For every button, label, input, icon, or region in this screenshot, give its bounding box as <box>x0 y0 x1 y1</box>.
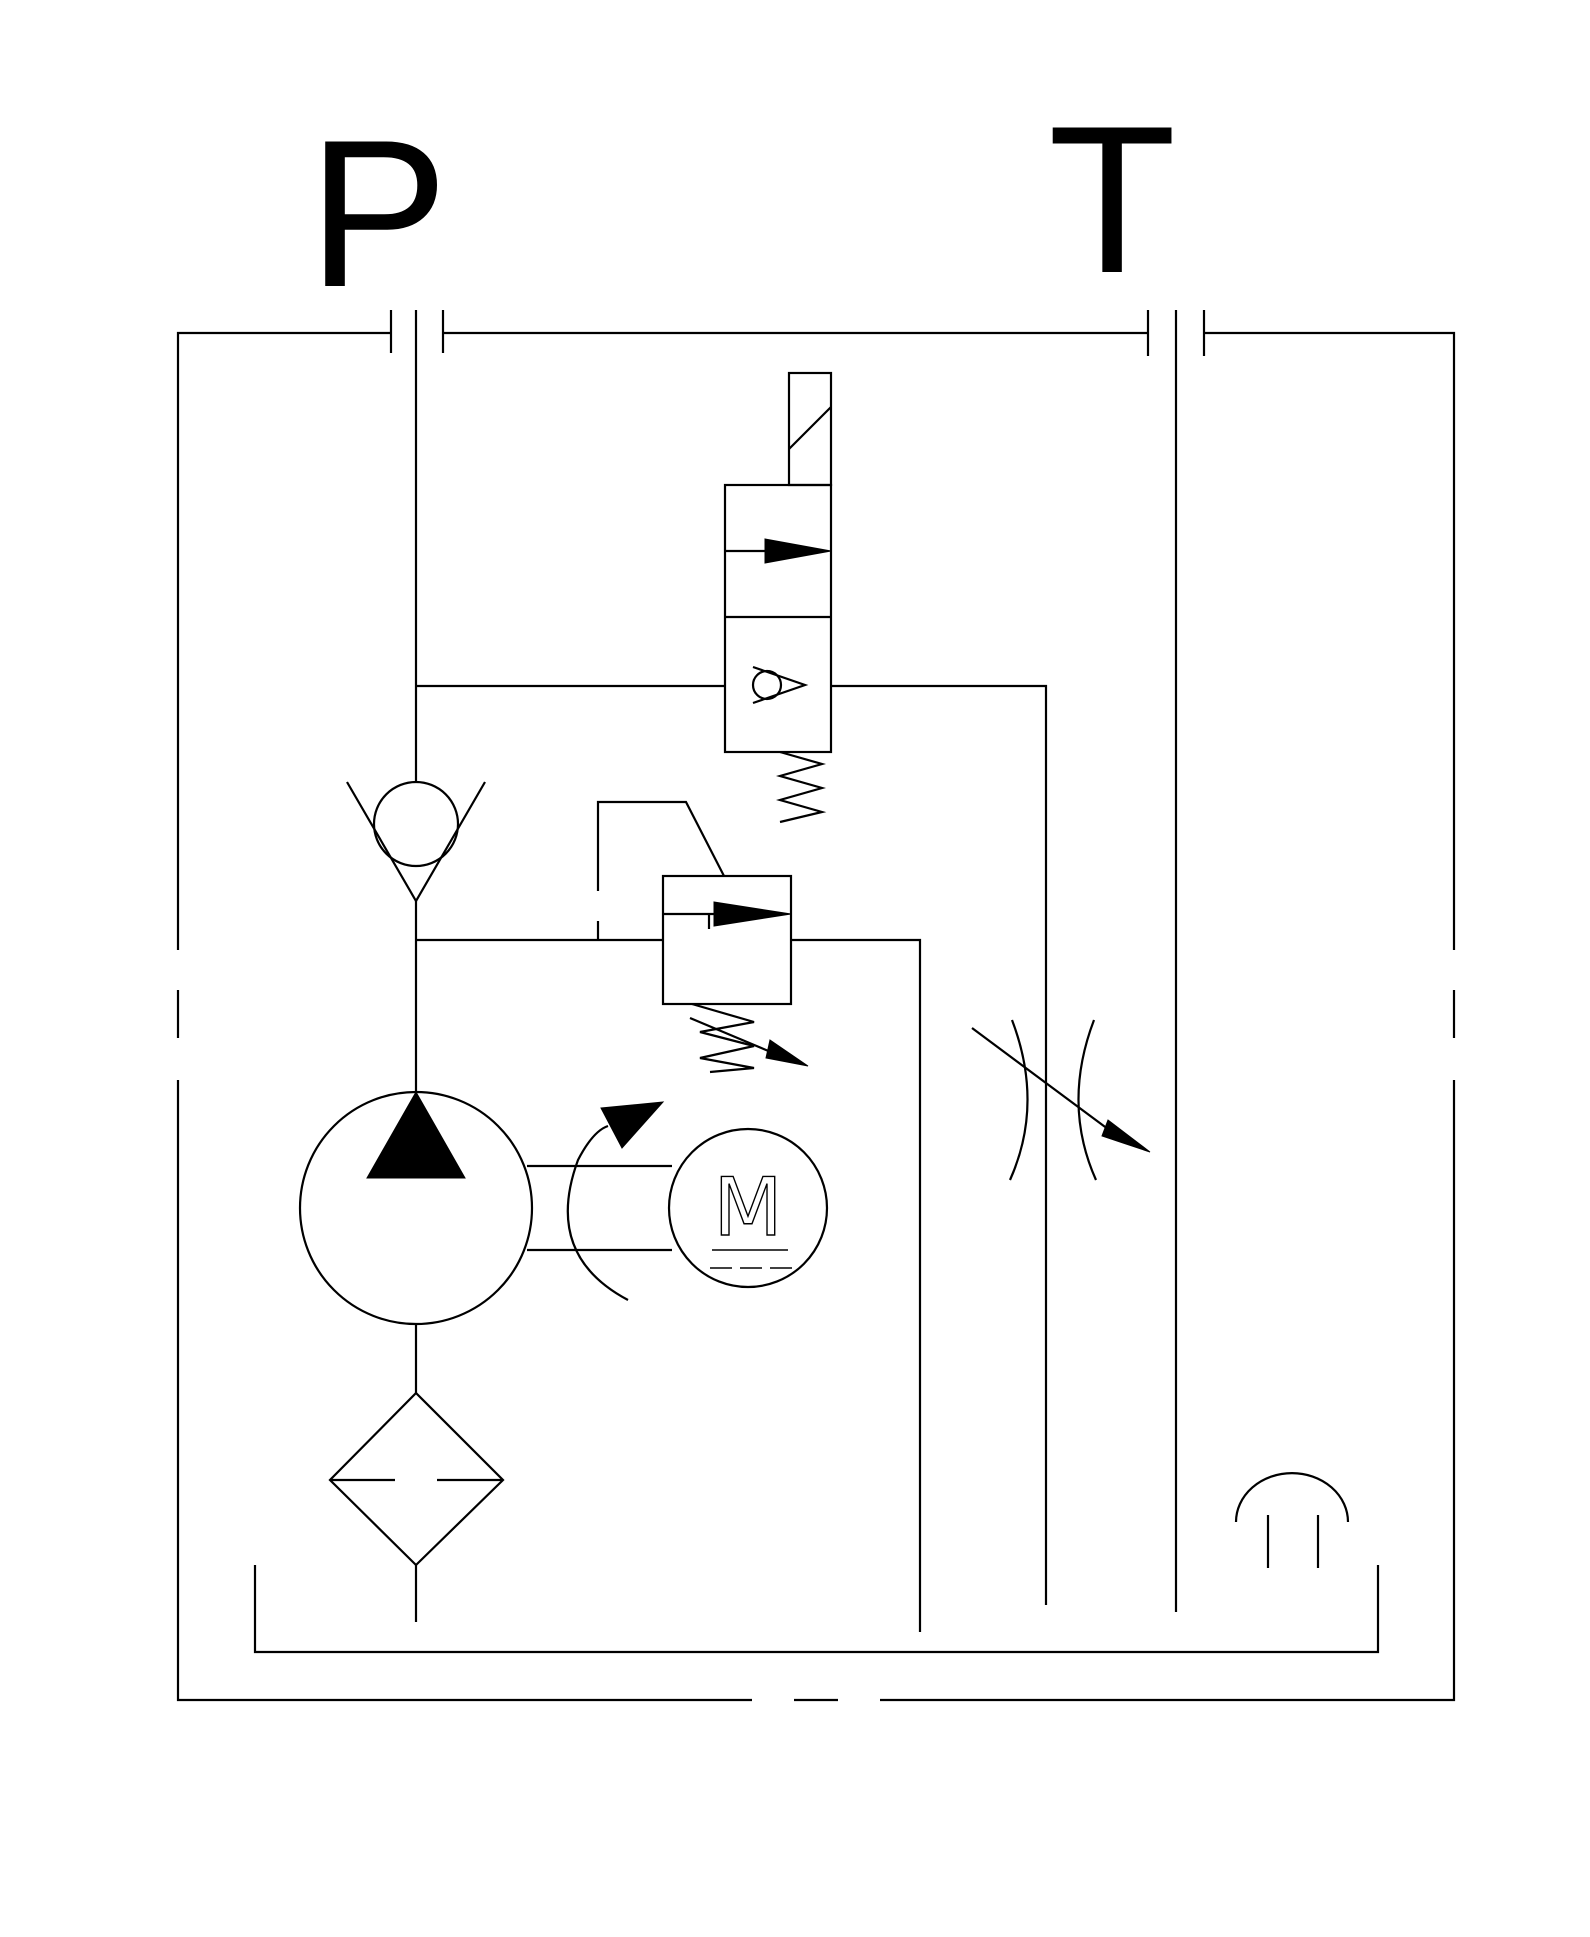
spring-icon <box>775 750 827 824</box>
port-t <box>1146 310 1206 356</box>
check-valve <box>346 780 486 904</box>
rotation-arrow-icon <box>600 1101 665 1149</box>
drive-shaft <box>527 1101 672 1301</box>
solenoid-directional-valve <box>723 371 1048 1605</box>
unit-boundary <box>176 331 1456 1702</box>
spring-icon <box>691 1002 755 1074</box>
port-p-label: P <box>308 96 448 331</box>
reservoir-tank <box>253 1565 1380 1654</box>
port-t-label: T <box>1048 82 1176 317</box>
solenoid-icon <box>787 371 833 487</box>
motor-symbol-label: M <box>713 1161 782 1254</box>
pump-direction-icon <box>366 1090 466 1179</box>
flow-arrow-icon <box>764 538 832 564</box>
adjustable-throttle-valve <box>971 1019 1151 1181</box>
pressure-relief-valve <box>596 800 922 1632</box>
hydraulic-pump <box>298 1090 534 1326</box>
electric-motor: M <box>667 1127 829 1289</box>
flow-arrow-icon <box>713 901 792 927</box>
suction-filter <box>328 1391 505 1567</box>
port-p <box>389 310 445 353</box>
breather-cap <box>1234 1472 1350 1568</box>
pressure-line <box>414 310 725 1622</box>
